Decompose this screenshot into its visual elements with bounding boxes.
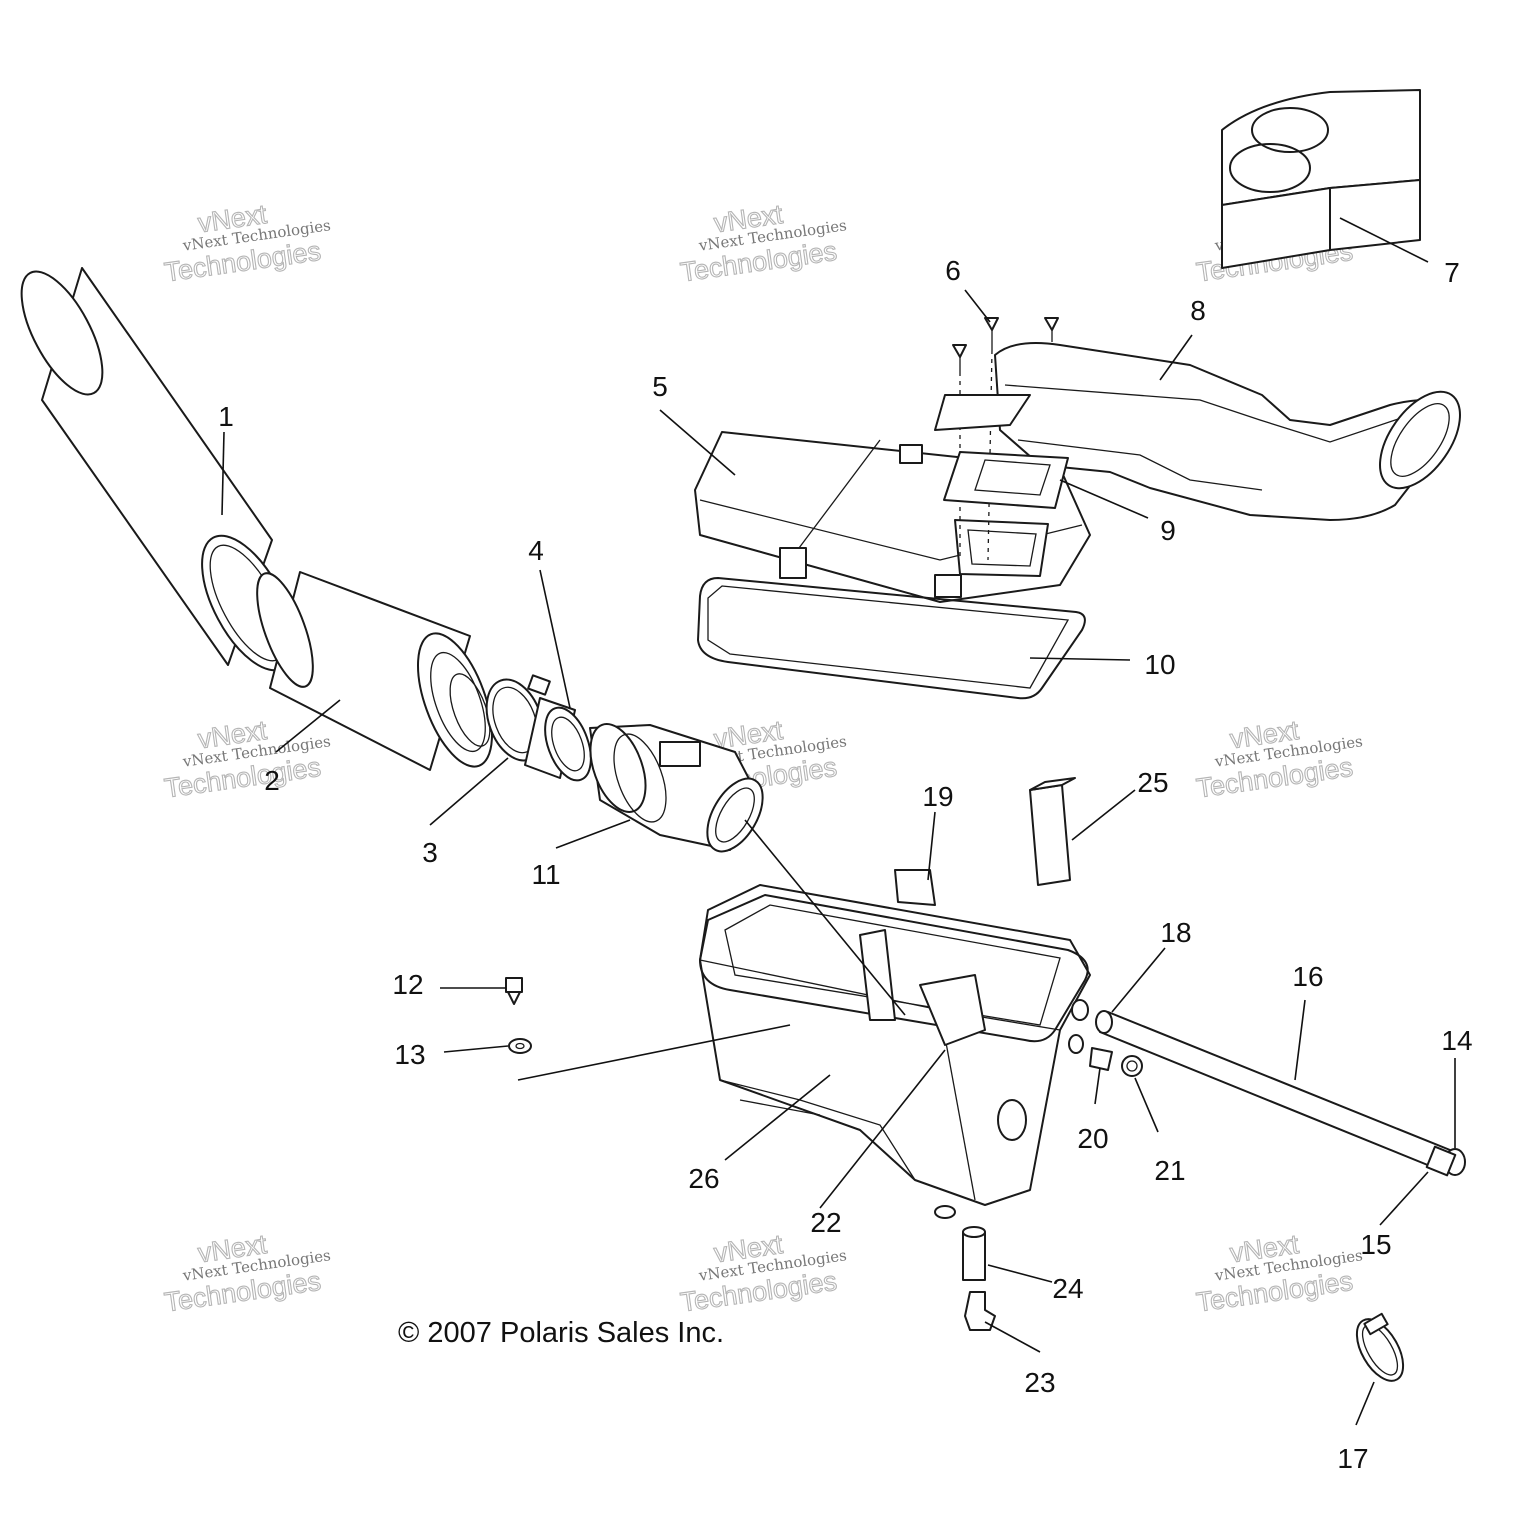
callout-3: 3 [422, 837, 438, 868]
leader-4 [539, 569, 571, 709]
watermark: vNext Technologies vNext Technologies [162, 1228, 332, 1318]
callout-15: 15 [1360, 1229, 1391, 1260]
leader-13 [443, 1045, 509, 1053]
part-2-air-filter [256, 571, 493, 771]
leader-7 [1339, 217, 1429, 263]
callout-22: 22 [810, 1207, 841, 1238]
leader-3 [429, 757, 509, 826]
callout-17: 17 [1337, 1443, 1368, 1474]
watermarks: vNext Technologies vNext Technologies vN… [162, 198, 1364, 1318]
leader-26 [724, 1074, 831, 1161]
part-10-lid-gasket [697, 577, 1086, 700]
leader-17 [1355, 1381, 1375, 1426]
callout-14: 14 [1441, 1025, 1472, 1056]
part-11-intake-duct [589, 723, 764, 853]
callout-5: 5 [652, 371, 668, 402]
watermark: vNext Technologies vNext Technologies [162, 714, 332, 804]
part-20-fitting [1068, 1034, 1113, 1071]
leader-18 [1111, 947, 1166, 1013]
part-26-airbox-base [699, 869, 1091, 1206]
part-25-foam-block [1029, 777, 1076, 886]
callout-13: 13 [394, 1039, 425, 1070]
callout-21: 21 [1154, 1155, 1185, 1186]
callout-24: 24 [1052, 1273, 1083, 1304]
callout-1: 1 [218, 401, 234, 432]
leader-1 [221, 431, 225, 516]
leader-20 [1094, 1067, 1101, 1105]
leader-10 [1029, 657, 1131, 661]
callout-18: 18 [1160, 917, 1191, 948]
part-3-hose-clamp [485, 674, 551, 762]
leader-16 [1294, 999, 1306, 1081]
part-8-snorkel-tube [994, 342, 1461, 521]
leader-21 [1134, 1077, 1159, 1133]
leader-6 [964, 289, 991, 323]
callout-7: 7 [1444, 257, 1460, 288]
part-13-washer [508, 1038, 532, 1054]
watermark: vNext Technologies vNext Technologies [162, 198, 332, 288]
callout-20: 20 [1077, 1123, 1108, 1154]
part-21-clip [1121, 1055, 1143, 1077]
callout-8: 8 [1190, 295, 1206, 326]
leader-15 [1379, 1171, 1429, 1226]
callout-12: 12 [392, 969, 423, 1000]
part-14-end-cap [1425, 1145, 1466, 1177]
callout-23: 23 [1024, 1367, 1055, 1398]
leader-base-hole [517, 1024, 791, 1081]
leader-24 [987, 1264, 1053, 1283]
callout-11: 11 [531, 859, 560, 890]
part-7-cover [1221, 89, 1421, 269]
callout-4: 4 [528, 535, 544, 566]
part-24-drain-sleeve [934, 1205, 986, 1281]
callout-10: 10 [1144, 649, 1175, 680]
part-16-drain-tube [1099, 1011, 1451, 1171]
leader-lines [221, 217, 1456, 1426]
callout-26: 26 [688, 1163, 719, 1194]
leader-5 [659, 409, 736, 476]
part-9-gasket-plates [934, 394, 1069, 509]
watermark: vNext Technologies vNext Technologies [1194, 1228, 1364, 1318]
leader-8 [1159, 334, 1193, 381]
callout-19: 19 [922, 781, 953, 812]
leader-22 [819, 1049, 946, 1209]
leader-9 [1059, 479, 1149, 519]
leader-duct-axis [744, 819, 906, 1016]
callout-9: 9 [1160, 515, 1176, 546]
part-12-bolt [505, 977, 523, 1005]
part-17-hose-clamp [1355, 1312, 1405, 1382]
part-23-drain-plug [964, 1291, 996, 1331]
callout-numbers: 1 2 3 4 5 6 7 8 9 10 11 12 13 14 15 16 1… [218, 255, 1472, 1474]
part-4-coupler [524, 697, 592, 782]
leader-23 [984, 1321, 1041, 1353]
callout-2: 2 [264, 765, 280, 796]
watermark: vNext Technologies vNext Technologies [1194, 714, 1364, 804]
leader-19 [927, 811, 936, 881]
part-18-tube-fitting [1071, 999, 1113, 1034]
callout-16: 16 [1292, 961, 1323, 992]
leader-11 [555, 819, 631, 849]
leader-2 [275, 699, 341, 753]
callout-25: 25 [1137, 767, 1168, 798]
callout-6: 6 [945, 255, 961, 286]
watermark: vNext Technologies vNext Technologies [678, 198, 848, 288]
leader-25 [1071, 789, 1136, 841]
copyright-text: © 2007 Polaris Sales Inc. [398, 1317, 724, 1349]
